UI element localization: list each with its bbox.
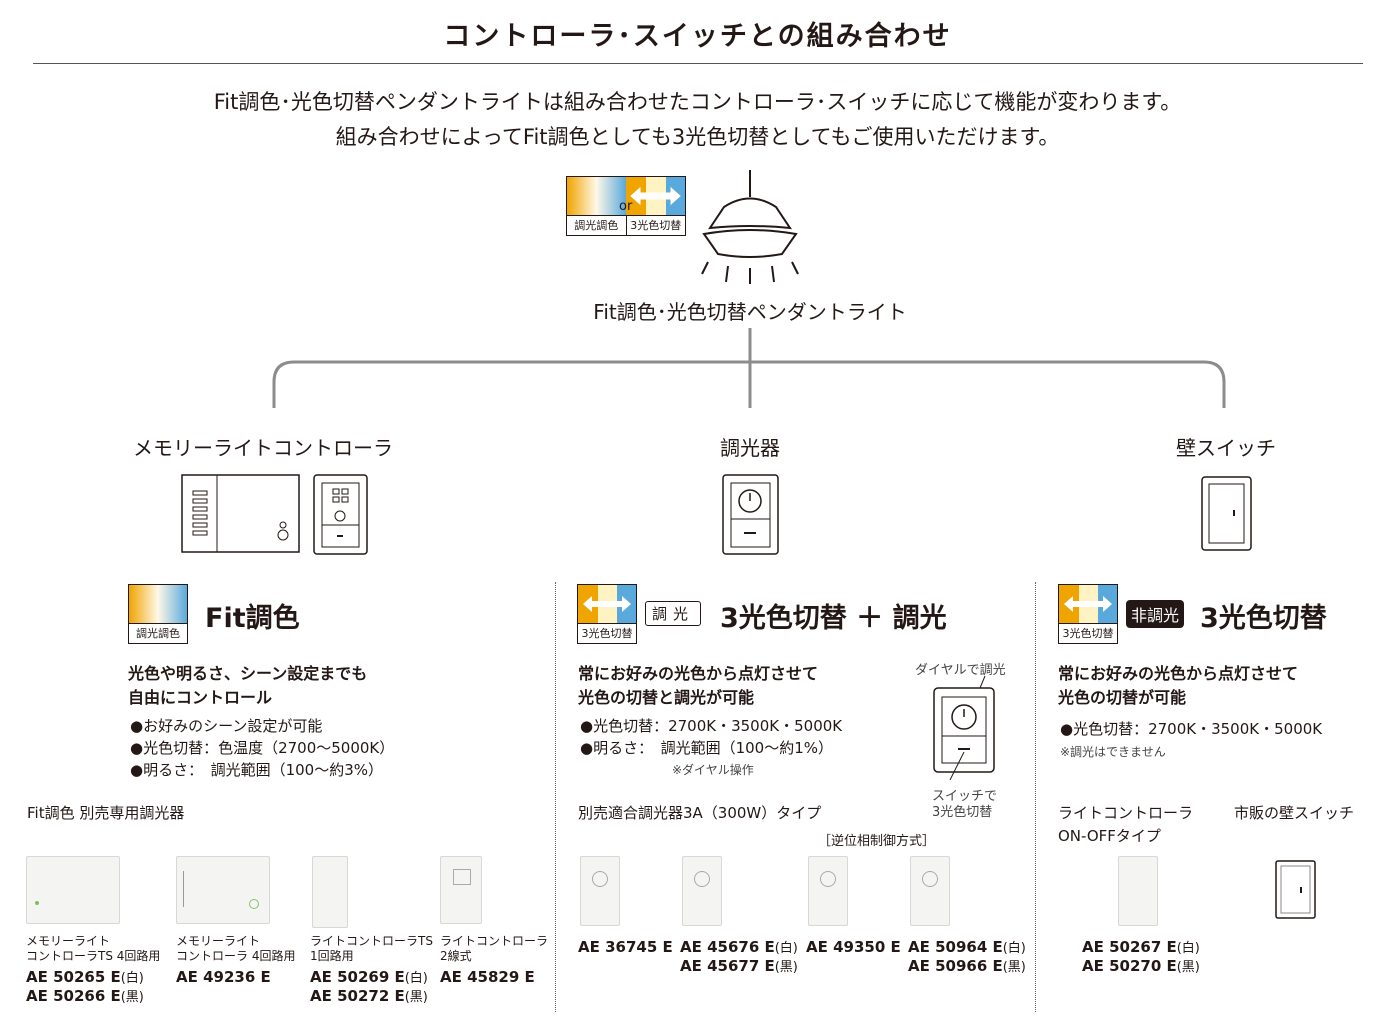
product-image-ae50265 (26, 856, 120, 924)
page-title: コントローラ･スイッチとの組み合わせ (443, 21, 952, 52)
left-lead-2: 自由にコントロール (128, 688, 273, 707)
right-section-a-2: ON-OFFタイプ (1058, 827, 1161, 845)
center-section-label: 別売適合調光器3A（300W）タイプ (578, 804, 822, 822)
center-lead-1: 常にお好みの光色から点灯させて (578, 664, 819, 683)
memory-controller-drawing (181, 474, 300, 553)
left-product-2-code-1: AE 49236 E (176, 968, 271, 986)
three-color-badge-right-label: 3光色切替 (1059, 623, 1117, 643)
left-section-label: Fit調色 別売専用調光器 (27, 804, 185, 822)
intro-line-1: Fit調色･光色切替ペンダントライトは組み合わせたコントローラ･スイッチに応じて… (213, 90, 1182, 114)
three-color-badge-center: 3光色切替 (577, 584, 637, 644)
center-bullet-1: ●光色切替：2700K・3500K・5000K (580, 717, 843, 735)
center-product-1-code-1: AE 36745 E (578, 938, 673, 956)
center-product-4-code-1: AE 50964 E(白) (908, 938, 1026, 956)
pendant-mode-badge: or 調光調色 3光色切替 (566, 176, 686, 236)
left-product-1-label-1: メモリーライト (26, 934, 111, 948)
three-color-badge-center-label: 3光色切替 (578, 623, 636, 643)
commercial-wall-switch-drawing (1275, 860, 1316, 919)
branch-left-label: メモリーライトコントローラ (133, 436, 393, 460)
right-product-code-2: AE 50270 E(黒) (1082, 957, 1200, 975)
light-controller-drawing (313, 474, 368, 555)
dial-label: ダイヤルで調光 (915, 663, 1006, 678)
left-product-4-code-1: AE 45829 E (440, 968, 535, 986)
pendant-mode-gradient-icon: or (567, 177, 685, 215)
center-lead-2: 光色の切替と調光が可能 (578, 688, 755, 707)
pendant-badge-right-label: 3光色切替 (626, 215, 685, 235)
center-product-3-code-1: AE 49350 E (806, 938, 901, 956)
fit-color-gradient-icon (129, 585, 187, 623)
fit-color-badge: 調光調色 (128, 584, 188, 644)
center-bullet-note: ※ダイヤル操作 (672, 763, 754, 777)
dimming-tag: 調光 (645, 601, 702, 626)
right-product-code-1: AE 50267 E(白) (1082, 938, 1200, 956)
right-lead-2: 光色の切替が可能 (1058, 688, 1187, 707)
dimmer-detail-drawing (933, 675, 995, 780)
product-image-ae49350 (808, 856, 848, 926)
center-product-2-code-1: AE 45676 E(白) (680, 938, 798, 956)
branch-right-label: 壁スイッチ (1176, 436, 1276, 460)
pendant-badge-left-label: 調光調色 (567, 215, 627, 235)
intro-line-2: 組み合わせによってFit調色としても3光色切替としてもご使用いただけます。 (335, 125, 1060, 149)
pendant-lamp-icon (701, 170, 799, 284)
wall-switch-drawing (1201, 476, 1252, 551)
product-image-ae45829 (440, 856, 482, 924)
left-bullet-3: ●明るさ： 調光範囲（100～約3%） (130, 761, 384, 779)
branch-lines (272, 328, 1226, 408)
branch-center-label: 調光器 (720, 436, 780, 460)
left-bullet-1: ●お好みのシーン設定が可能 (130, 717, 323, 735)
panel-divider-1 (555, 582, 556, 1012)
center-product-4-code-2: AE 50966 E(黒) (908, 957, 1026, 975)
reverse-phase-label: ［逆位相制御方式］ (818, 834, 936, 849)
right-note: ※調光はできません (1060, 745, 1166, 759)
dimmer-drawing (722, 474, 779, 555)
left-bullet-2: ●光色切替：色温度（2700～5000K） (130, 739, 395, 757)
left-product-1-label-2: コントローラTS 4回路用 (26, 949, 161, 963)
three-color-arrow-icon (578, 585, 636, 623)
left-product-3-label-1: ライトコントローラTS (310, 934, 433, 948)
left-product-3-code-2: AE 50272 E(黒) (310, 987, 428, 1005)
right-bullet-1: ●光色切替：2700K・3500K・5000K (1060, 720, 1323, 738)
product-image-ae36745 (580, 856, 620, 926)
switch-label-2: 3光色切替 (932, 805, 993, 820)
left-heading: Fit調色 (205, 603, 300, 634)
left-product-4-label-1: ライトコントローラ (440, 934, 549, 948)
right-section-b: 市販の壁スイッチ (1234, 804, 1355, 822)
title-rule (33, 63, 1363, 64)
right-section-a-1: ライトコントローラ (1058, 804, 1194, 822)
left-product-2-label-1: メモリーライト (176, 934, 261, 948)
left-product-1-code-2: AE 50266 E(黒) (26, 987, 144, 1005)
left-product-3-label-2: 1回路用 (310, 949, 354, 963)
right-lead-1: 常にお好みの光色から点灯させて (1058, 664, 1299, 683)
three-color-arrow-icon (1059, 585, 1117, 623)
left-product-4-label-2: 2線式 (440, 949, 472, 963)
non-dimming-tag: 非調光 (1126, 600, 1185, 628)
left-product-1-code-1: AE 50265 E(白) (26, 968, 144, 986)
product-image-ae45676 (682, 856, 722, 926)
left-product-3-code-1: AE 50269 E(白) (310, 968, 428, 986)
left-product-2-label-2: コントローラ 4回路用 (176, 949, 296, 963)
pendant-caption: Fit調色･光色切替ペンダントライト (593, 300, 907, 324)
right-heading: 3光色切替 (1200, 603, 1327, 634)
product-image-ae50269 (312, 856, 348, 928)
center-product-2-code-2: AE 45677 E(黒) (680, 957, 798, 975)
panel-divider-2 (1035, 582, 1036, 1012)
product-image-ae50267 (1118, 856, 1158, 926)
switch-label-1: スイッチで (932, 789, 998, 804)
three-color-badge-right: 3光色切替 (1058, 584, 1118, 644)
product-image-ae49236 (176, 856, 270, 924)
center-heading: 3光色切替 ＋ 調光 (720, 603, 947, 634)
center-bullet-2: ●明るさ： 調光範囲（100～約1%） (580, 739, 834, 757)
fit-color-badge-label: 調光調色 (129, 623, 187, 643)
product-image-ae50964 (910, 856, 950, 926)
pendant-or-text: or (619, 199, 633, 214)
left-lead-1: 光色や明るさ、シーン設定までも (128, 664, 368, 683)
